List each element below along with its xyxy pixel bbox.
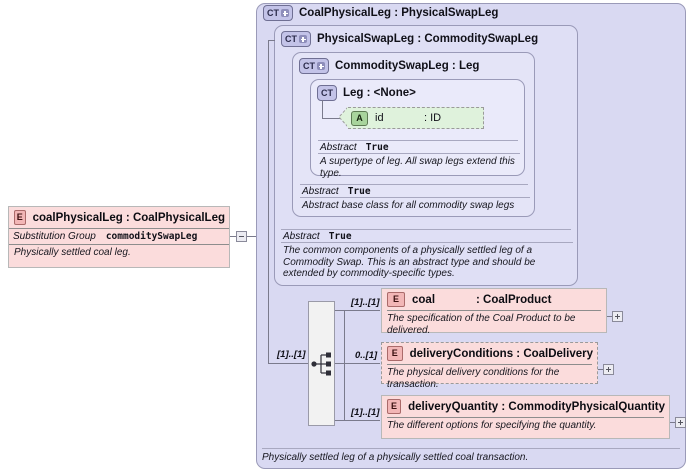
complextype-header-commodityswapleg[interactable]: CT CommoditySwapLeg : Leg [299, 58, 479, 74]
abstract-label: Abstract [320, 141, 357, 153]
abstract-row-leg: Abstract True [318, 140, 518, 153]
connector-seq-out-1 [335, 310, 380, 311]
child-element-name: deliveryConditions : CoalDelivery [409, 347, 593, 360]
element-badge-icon: E [14, 210, 26, 225]
complextype-badge-icon: CT [299, 58, 329, 74]
abstract-value: True [328, 230, 352, 242]
sequence-compositor[interactable] [308, 301, 335, 426]
child-element-box-deliveryconditions[interactable]: E deliveryConditions : CoalDelivery The … [381, 342, 598, 390]
complextype-header-leg[interactable]: CT Leg : <None> [317, 85, 416, 101]
expand-toggle-deliveryquantity[interactable] [675, 417, 686, 428]
child-element-name: coal [412, 293, 436, 306]
source-element-title: coalPhysicalLeg : CoalPhysicalLeg [32, 211, 225, 224]
expand-plus-icon [281, 9, 289, 17]
substitution-group-row: Substitution Group commoditySwapLeg [9, 228, 229, 244]
abstract-row-physicalswapleg: Abstract True [281, 229, 571, 242]
expand-toggle-coal[interactable] [612, 311, 623, 322]
connector-spine-to-sequence [268, 363, 308, 364]
diagram-caption: Physically settled leg of a physically s… [262, 448, 680, 463]
attribute-name: id [375, 112, 384, 124]
abstract-row-commodityswapleg: Abstract True [300, 184, 528, 197]
source-element-box[interactable]: E coalPhysicalLeg : CoalPhysicalLeg Subs… [8, 206, 230, 268]
child-element-box-deliveryquantity[interactable]: E deliveryQuantity : CommodityPhysicalQu… [381, 395, 670, 439]
child-element-header-deliveryconditions: E deliveryConditions : CoalDelivery [382, 343, 597, 364]
child-element-header-deliveryquantity: E deliveryQuantity : CommodityPhysicalQu… [382, 396, 669, 417]
source-collapse-toggle[interactable] [236, 231, 247, 242]
abstract-value: True [347, 185, 371, 197]
child-element-name: deliveryQuantity : CommodityPhysicalQuan… [408, 400, 665, 413]
complextype-header-physicalswapleg[interactable]: CT PhysicalSwapLeg : CommoditySwapLeg [281, 31, 538, 47]
attribute-node-id[interactable]: A id : ID [339, 107, 484, 129]
source-element-documentation: Physically settled coal leg. [9, 244, 229, 261]
divider [387, 364, 592, 365]
expand-plus-icon [299, 35, 307, 43]
divider [387, 310, 601, 311]
attribute-badge-icon: A [351, 110, 368, 126]
connector-spine-to-level1 [268, 40, 275, 41]
attribute-notch-icon [339, 107, 348, 127]
complextype-header-coalphysicalleg[interactable]: CT CoalPhysicalLeg : PhysicalSwapLeg [263, 5, 498, 21]
cardinality-coal: [1]..[1] [351, 297, 380, 308]
documentation-leg: A supertype of leg. All swap legs extend… [318, 153, 520, 179]
cardinality-deliveryconditions: 0..[1] [355, 350, 378, 361]
documentation-commodityswapleg: Abstract base class for all commodity sw… [300, 197, 530, 212]
source-element-header: E coalPhysicalLeg : CoalPhysicalLeg [9, 207, 229, 228]
complextype-title: Leg : <None> [343, 87, 416, 99]
connector-attribute-stub [322, 100, 323, 118]
child-element-type: : CoalProduct [476, 293, 552, 306]
divider [387, 417, 664, 418]
connector-seq-out-3 [335, 420, 380, 421]
complextype-title: PhysicalSwapLeg : CommoditySwapLeg [317, 33, 539, 45]
cardinality-sequence: [1]..[1] [277, 349, 306, 360]
abstract-label: Abstract [283, 230, 320, 242]
substitution-group-value: commoditySwapLeg [105, 231, 198, 242]
connector-spine [268, 40, 269, 363]
sequence-icon [311, 352, 331, 376]
child-element-header-coal: E coal : CoalProduct [382, 289, 606, 310]
connector-branch-vertical [344, 310, 345, 420]
connector-source-to-toggle [230, 236, 236, 237]
child-element-documentation: The physical delivery conditions for the… [387, 367, 560, 390]
complextype-title: CoalPhysicalLeg : PhysicalSwapLeg [299, 7, 499, 19]
child-element-documentation: The different options for specifying the… [387, 420, 597, 431]
substitution-group-label: Substitution Group [13, 231, 96, 242]
child-element-box-coal[interactable]: E coal : CoalProduct The specification o… [381, 288, 607, 336]
connector-deliveryconditions-to-toggle [598, 369, 603, 370]
cardinality-deliveryquantity: [1]..[1] [351, 407, 380, 418]
complextype-badge-icon: CT [317, 85, 337, 101]
expand-toggle-deliveryconditions[interactable] [603, 364, 614, 375]
abstract-value: True [365, 141, 389, 153]
abstract-label: Abstract [302, 185, 339, 197]
element-badge-icon: E [387, 346, 403, 361]
documentation-physicalswapleg: The common components of a physically se… [281, 242, 573, 280]
connector-to-attribute [322, 118, 340, 119]
connector-coal-to-toggle [607, 316, 612, 317]
connector-seq-out-2 [335, 363, 380, 364]
complextype-badge-icon: CT [263, 5, 293, 21]
attribute-type: : ID [424, 112, 442, 124]
element-badge-icon: E [387, 399, 402, 414]
connector-deliveryquantity-to-toggle [670, 422, 675, 423]
complextype-title: CommoditySwapLeg : Leg [335, 60, 480, 72]
complextype-badge-icon: CT [281, 31, 311, 47]
expand-plus-icon [317, 62, 325, 70]
element-badge-icon: E [387, 292, 405, 307]
child-element-documentation: The specification of the Coal Product to… [387, 313, 576, 336]
